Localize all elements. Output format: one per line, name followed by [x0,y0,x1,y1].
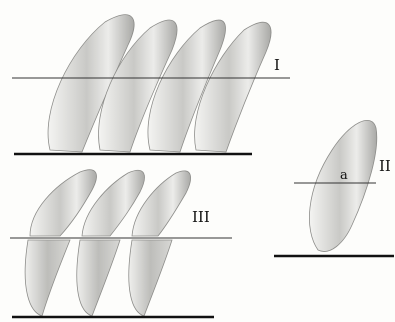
label-group-two: II [379,157,391,175]
spindle-single [309,120,376,251]
spindle-lower [25,240,70,316]
group-one-spindles: I [12,15,290,154]
spindle-lower [129,240,172,316]
spindle-lower [77,240,120,316]
label-group-three: III [192,208,210,226]
group-three-spindles: III [10,170,232,317]
group-two-spindle: a II [274,120,394,256]
label-group-one: I [274,56,280,74]
label-point-a: a [340,168,348,183]
